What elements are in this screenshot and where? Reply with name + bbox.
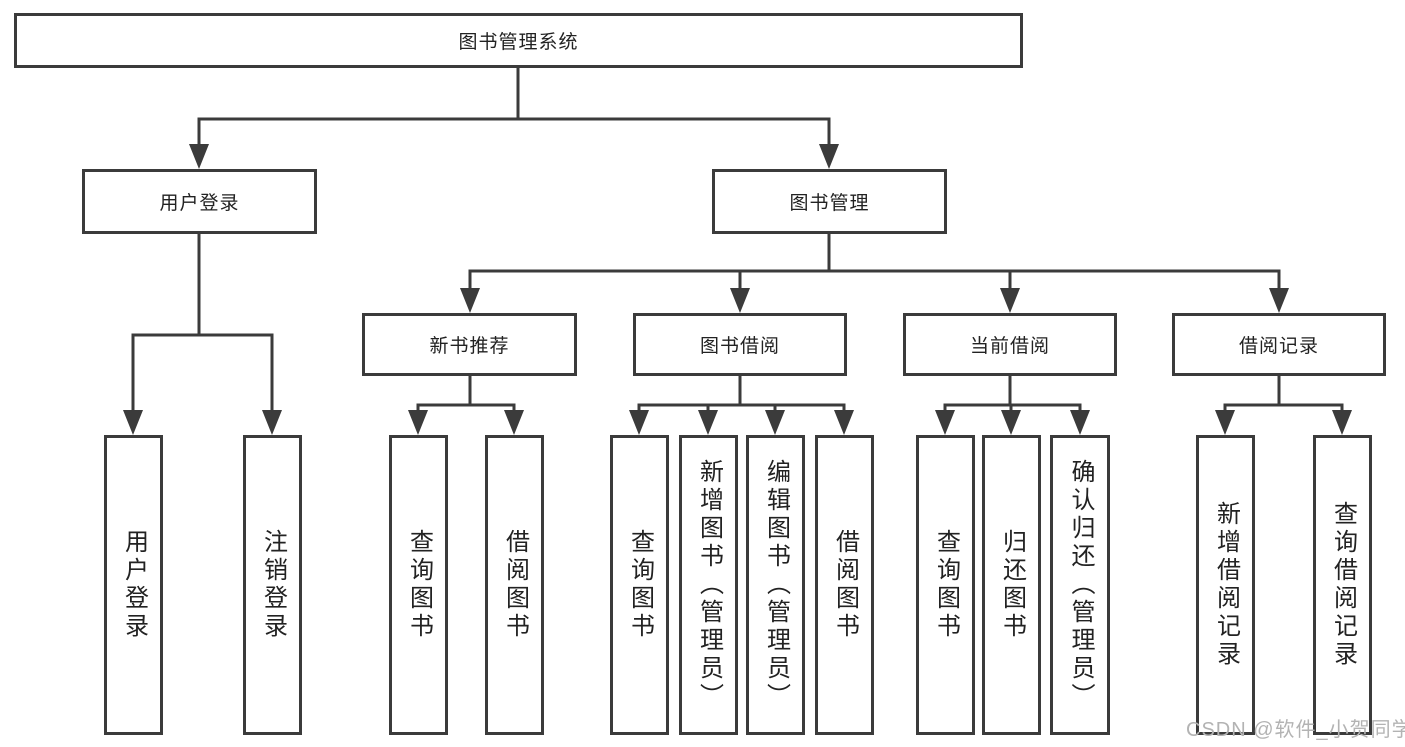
- node-current-borrow-label: 当前借阅: [969, 336, 1050, 357]
- leaf-cb-return-books-label: 归还图书: [998, 529, 1026, 641]
- leaf-cb-confirm-return-admin-label: 确认归还（管理员）: [1067, 459, 1094, 711]
- node-root: 图书管理系统: [14, 13, 1023, 68]
- node-borrow-records-label: 借阅记录: [1238, 336, 1319, 357]
- leaf-nb-borrow-books: 借阅图书: [485, 435, 544, 735]
- leaf-logout-label: 注销登录: [259, 529, 287, 641]
- leaf-bb-borrow-books-label: 借阅图书: [831, 529, 859, 641]
- leaf-cb-query-books: 查询图书: [916, 435, 975, 735]
- leaf-br-query-record-label: 查询借阅记录: [1329, 501, 1357, 669]
- leaf-nb-query-books: 查询图书: [389, 435, 448, 735]
- node-current-borrow: 当前借阅: [903, 313, 1117, 376]
- leaf-nb-query-books-label: 查询图书: [405, 529, 433, 641]
- leaf-cb-confirm-return-admin: 确认归还（管理员）: [1050, 435, 1110, 735]
- leaf-bb-borrow-books: 借阅图书: [815, 435, 874, 735]
- leaf-user-login: 用户登录: [104, 435, 163, 735]
- leaf-cb-query-books-label: 查询图书: [932, 529, 960, 641]
- leaf-cb-return-books: 归还图书: [982, 435, 1041, 735]
- node-book-management-label: 图书管理: [789, 193, 870, 214]
- leaf-br-add-record-label: 新增借阅记录: [1212, 501, 1240, 669]
- leaf-bb-add-books-admin-label: 新增图书（管理员）: [695, 459, 723, 711]
- leaf-bb-query-books-label: 查询图书: [626, 529, 654, 641]
- connector-borrow-records: [1223, 376, 1344, 418]
- leaf-nb-borrow-books-label: 借阅图书: [501, 529, 529, 641]
- connector-book-management: [468, 234, 1281, 296]
- leaf-bb-add-books-admin: 新增图书（管理员）: [679, 435, 738, 735]
- node-book-borrow: 图书借阅: [633, 313, 847, 376]
- leaf-br-query-record: 查询借阅记录: [1313, 435, 1372, 735]
- csdn-watermark: CSDN @软件_小贺同学: [1186, 719, 1405, 741]
- connector-user-login: [131, 234, 274, 418]
- node-user-login: 用户登录: [82, 169, 317, 234]
- leaf-user-login-label: 用户登录: [120, 529, 148, 641]
- node-new-book-recommend-label: 新书推荐: [429, 336, 510, 357]
- node-root-label: 图书管理系统: [458, 32, 579, 53]
- leaf-br-add-record: 新增借阅记录: [1196, 435, 1255, 735]
- node-book-borrow-label: 图书借阅: [699, 336, 780, 357]
- node-user-login-label: 用户登录: [159, 193, 240, 214]
- leaf-bb-edit-books-admin-label: 编辑图书（管理员）: [762, 459, 790, 711]
- connector-root: [197, 68, 831, 151]
- connector-book-borrow: [637, 376, 846, 418]
- leaf-bb-query-books: 查询图书: [610, 435, 669, 735]
- node-book-management: 图书管理: [712, 169, 947, 234]
- node-new-book-recommend: 新书推荐: [362, 313, 577, 376]
- leaf-bb-edit-books-admin: 编辑图书（管理员）: [746, 435, 805, 735]
- leaf-logout: 注销登录: [243, 435, 302, 735]
- connector-new-book-recommend: [416, 376, 516, 418]
- node-borrow-records: 借阅记录: [1172, 313, 1386, 376]
